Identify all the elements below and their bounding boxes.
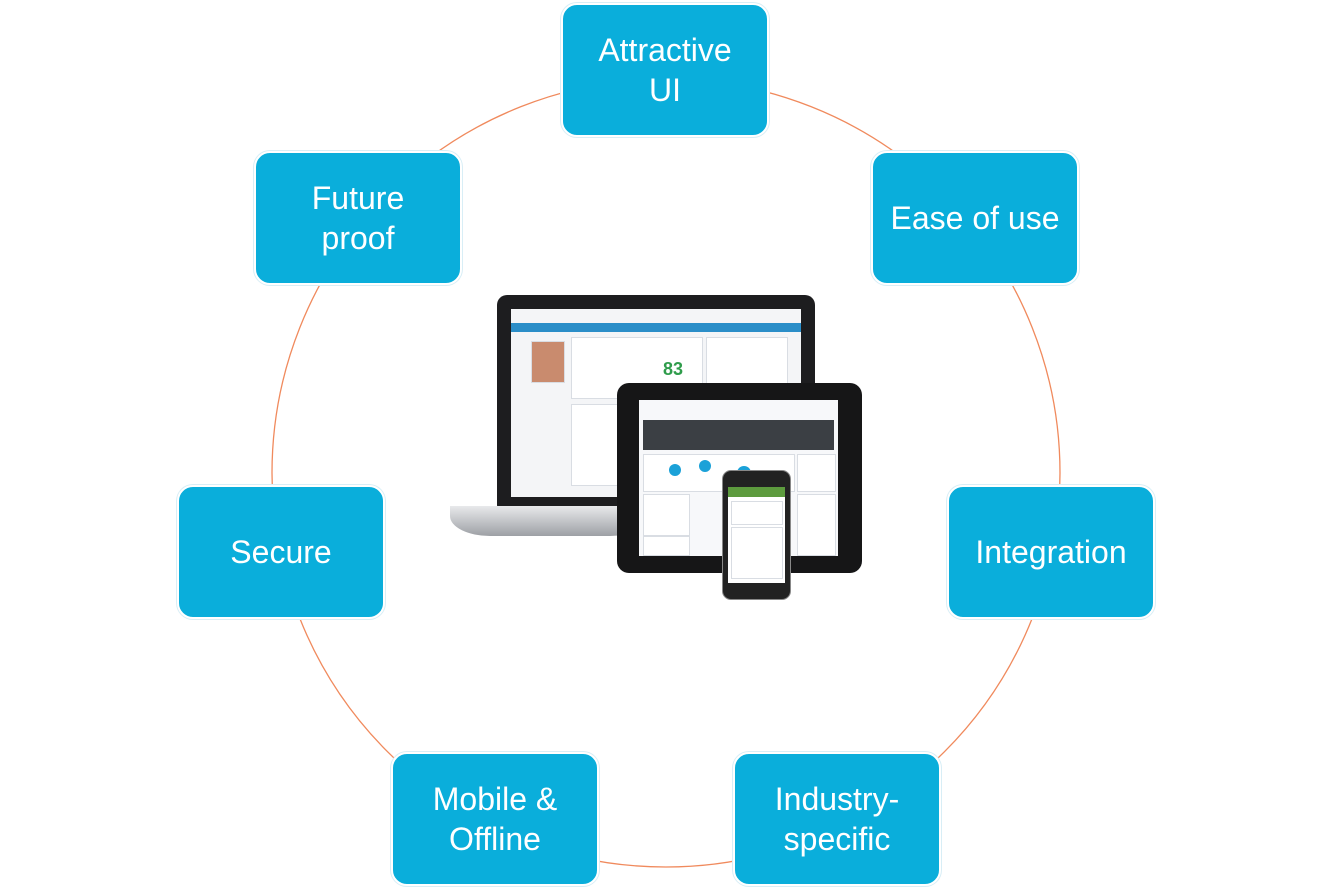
- node-future-proof: Future proof: [254, 151, 462, 285]
- laptop-score: 83: [663, 359, 684, 379]
- node-label: Future proof: [311, 180, 405, 256]
- node-secure: Secure: [177, 485, 385, 619]
- node-mobile-offline: Mobile & Offline: [391, 752, 599, 886]
- phone-screen: [728, 487, 785, 583]
- node-label: Industry- specific: [774, 781, 900, 857]
- node-industry-specific: Industry- specific: [733, 752, 941, 886]
- tablet-screen: [639, 400, 838, 556]
- node-attractive-ui: Attractive UI: [561, 3, 769, 137]
- node-label: Integration: [975, 534, 1127, 570]
- phone-image: [722, 470, 791, 600]
- node-label: Secure: [230, 534, 332, 570]
- node-label: Mobile & Offline: [432, 781, 558, 857]
- node-label: Ease of use: [890, 200, 1060, 236]
- node-label: Attractive UI: [598, 32, 732, 108]
- laptop-base: [450, 506, 650, 536]
- node-integration: Integration: [947, 485, 1155, 619]
- tablet-image: [617, 383, 862, 573]
- node-ease-of-use: Ease of use: [871, 151, 1079, 285]
